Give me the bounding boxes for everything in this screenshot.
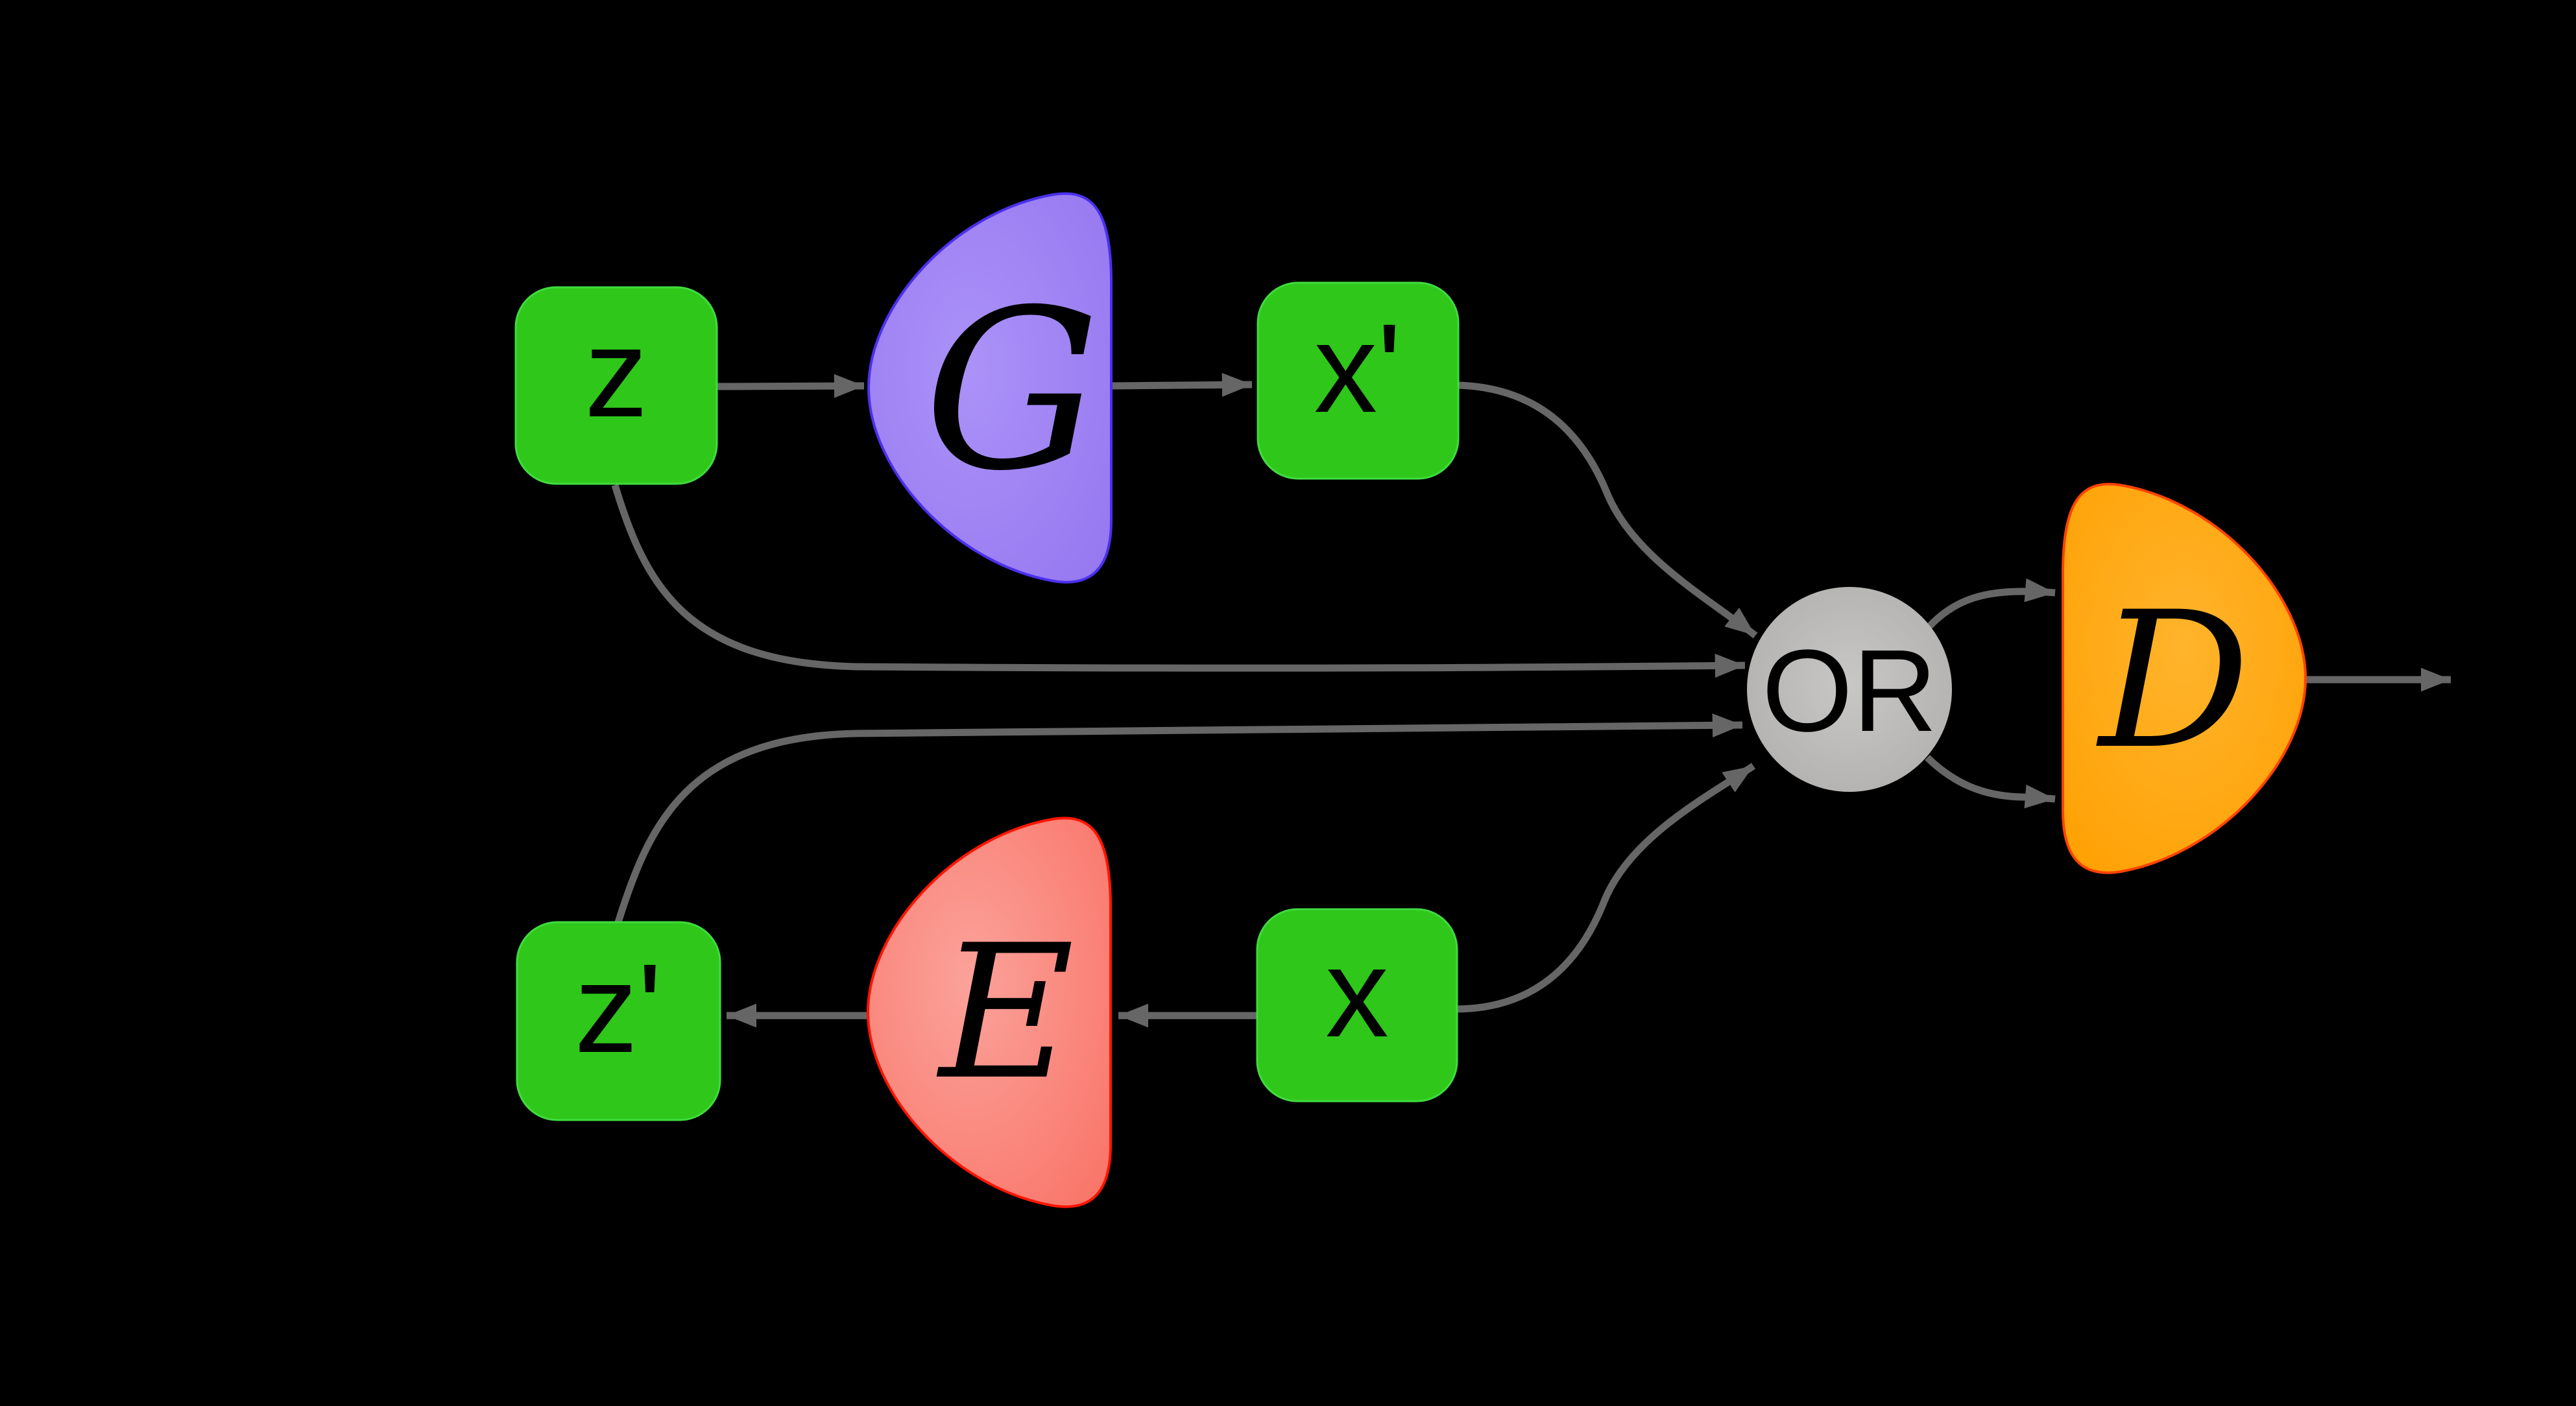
discriminator-label: D — [2096, 572, 2250, 791]
zprime-label: z' — [575, 938, 662, 1079]
edge-z-to-generator — [717, 374, 865, 398]
x-label: x — [1325, 922, 1389, 1064]
generator-shape — [867, 192, 1113, 584]
edges — [611, 372, 2451, 1028]
encoder-label: E — [937, 905, 1075, 1121]
z-label: z — [584, 302, 648, 444]
encoder-shape — [866, 816, 1112, 1208]
xprime-label: x' — [1314, 298, 1402, 439]
x-box — [1256, 908, 1458, 1102]
or-gate: OR — [1747, 587, 1952, 792]
or-circle — [1747, 587, 1952, 792]
function-blocks: G E D — [866, 192, 2307, 1208]
z-box — [514, 286, 718, 485]
edge-xprime-to-or — [1458, 381, 1758, 639]
edge-or-to-discriminator-bottom — [1925, 755, 2056, 809]
generator-label: G — [924, 263, 1100, 519]
edge-z-to-or — [611, 484, 1746, 678]
edge-x-to-or — [1454, 763, 1756, 1013]
edge-or-to-discriminator-top — [1927, 578, 2056, 629]
edge-generator-to-xprime — [1112, 372, 1253, 397]
edge-zprime-to-or — [614, 713, 1743, 923]
variable-boxes: z x' z' x — [514, 281, 1460, 1121]
discriminator-shape — [2062, 483, 2307, 874]
or-label: OR — [1762, 626, 1937, 756]
xprime-box — [1257, 281, 1460, 480]
zprime-box — [516, 921, 721, 1121]
